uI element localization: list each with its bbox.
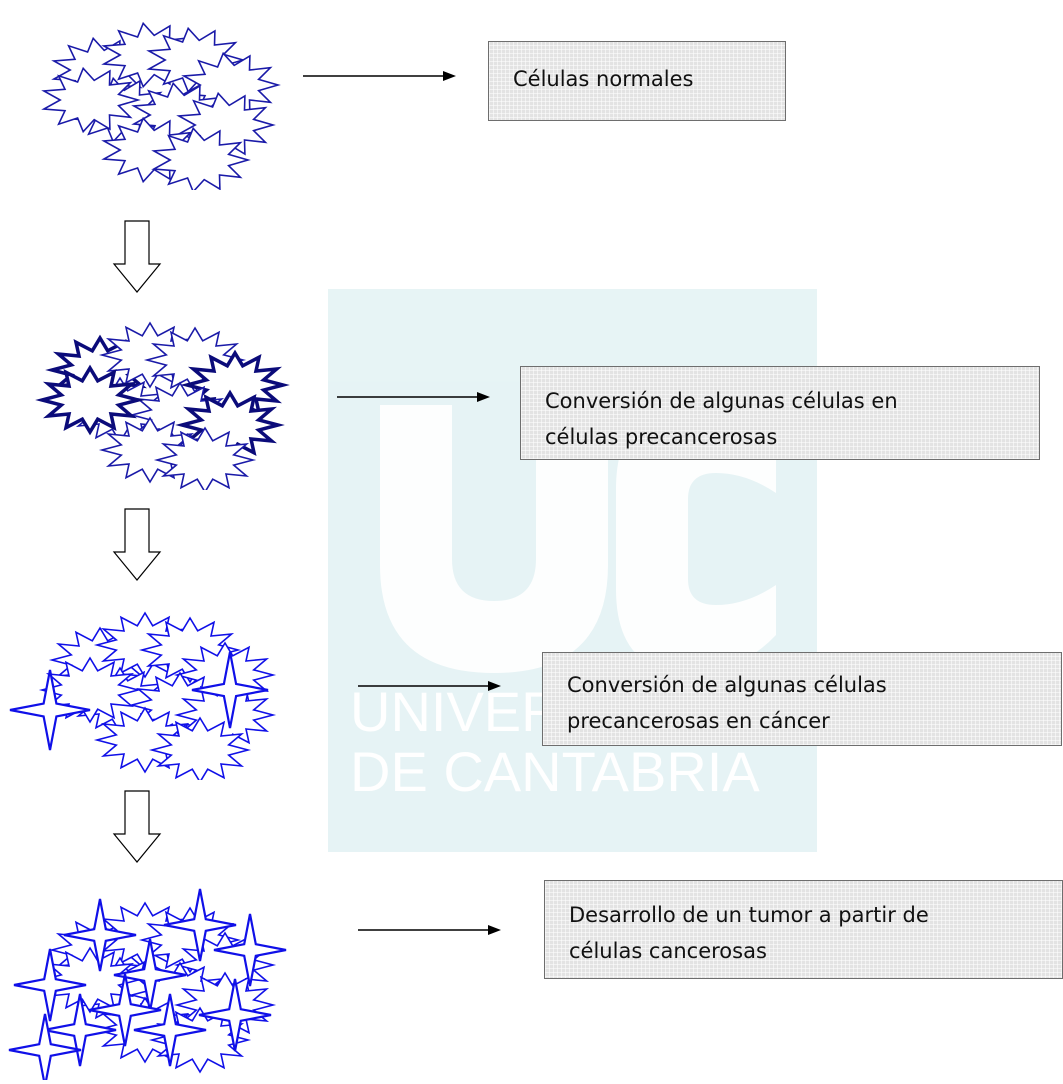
stage-label-box: Conversión de algunas células en células… [520,366,1040,460]
normal-cell [41,66,141,134]
down-arrow-icon [112,508,162,581]
right-arrow-icon [303,71,456,81]
stage-label-box: Células normales [488,41,786,121]
precancer-cell [148,716,252,780]
cancer-cell [133,993,207,1067]
stage-label-line: células cancerosas [569,939,767,963]
right-arrow-icon [358,681,501,691]
university-logo-watermark: UNIVERSIDAD DE CANTABRIA [328,289,817,852]
right-arrow-icon [358,925,501,935]
down-arrow-icon [112,220,162,293]
stage-label-line: Conversión de algunas células en [545,389,898,413]
precancer-cell [38,656,142,724]
cancer-cell [163,888,237,962]
cancer-cell [9,669,91,751]
normal-cells-cluster [41,21,281,190]
cancer-cell [13,948,87,1022]
stage-label-line: Conversión de algunas células [567,673,887,697]
stage-label-box: Desarrollo de un tumor a partir de célul… [544,880,1063,979]
normal-cell [98,416,202,484]
stage-label-box: Conversión de algunas células precancero… [542,652,1062,746]
cancer-cell [198,978,272,1052]
tumor-cells-cluster [8,888,287,1080]
cancer-conversion-cluster [9,611,277,780]
precancer-cell [93,706,197,774]
stage-label-line: Desarrollo de un tumor a partir de [569,903,929,927]
cancer-cell [191,651,269,729]
down-arrow-icon [112,790,162,863]
normal-cell [153,426,257,490]
stage-label-line: células precancerosas [545,425,778,449]
precancer-cells-cluster [35,321,290,490]
normal-cell [101,116,201,184]
cancer-cell [63,898,137,972]
cancer-cell [43,993,117,1067]
stage-label-line: Células normales [513,67,694,91]
precancer-cell [175,389,285,461]
cancer-cell [88,973,162,1047]
stage-label-line: precancerosas en cáncer [567,709,830,733]
watermark-line2-text: DE CANTABRIA [350,740,760,803]
cancer-cell [8,1013,82,1080]
right-arrow-icon [337,392,490,402]
precancer-cell [35,364,145,436]
cancer-cell [213,913,287,987]
normal-cell [151,126,251,190]
